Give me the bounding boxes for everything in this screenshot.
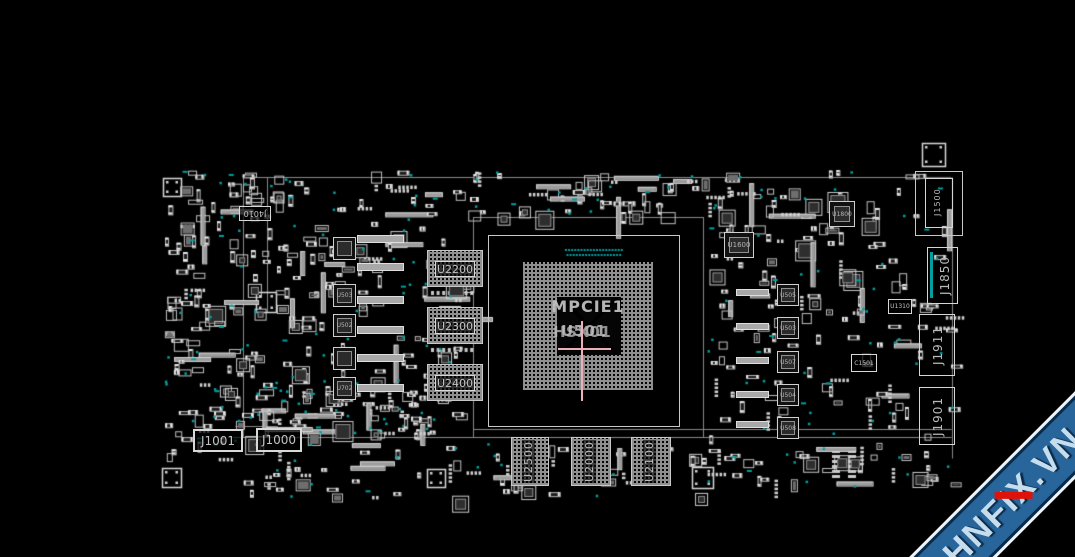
gpu-designator-group: U501 HSX01	[523, 322, 653, 341]
ic-label: U1600	[728, 237, 750, 253]
memory-chip-label: U2300	[435, 318, 475, 334]
vrm-chip-label: U503	[337, 288, 352, 303]
connector-j1901[interactable]: J1901	[919, 387, 955, 445]
vrm-chip[interactable]: U508	[777, 417, 799, 439]
vrm-chip[interactable]: U702	[333, 377, 356, 400]
ic-u1600[interactable]: U1600	[724, 232, 754, 258]
vrm-chip[interactable]	[333, 237, 356, 260]
connector-j4010[interactable]: J4010	[239, 206, 271, 221]
connector-label: J1911	[931, 325, 945, 365]
gpu-designator-label: U501	[561, 322, 607, 340]
gpu-socket-label: MPCIE1	[551, 297, 625, 316]
connector-body	[925, 178, 953, 228]
vrm-chip[interactable]: U503	[777, 317, 799, 339]
inductor[interactable]	[357, 354, 404, 362]
vrm-chip[interactable]	[333, 347, 356, 370]
connector-label: J1500	[933, 188, 942, 216]
memory-chip-label: U2400	[435, 375, 475, 391]
inductor[interactable]	[357, 263, 404, 271]
vrm-chip-label: U503	[780, 321, 796, 335]
memory-chip-label: U2100	[643, 440, 656, 483]
memory-chip-u2500[interactable]: U2500	[511, 437, 549, 486]
connector-label: J1901	[931, 396, 945, 436]
memory-chip-u2200[interactable]: U2200	[427, 250, 483, 287]
selection-crosshair-h	[558, 348, 611, 350]
inductor[interactable]	[736, 421, 769, 428]
connector-pin-strip	[930, 252, 933, 298]
vrm-chip[interactable]: U505	[777, 284, 799, 306]
connector-j1850[interactable]: J1850	[927, 247, 958, 304]
ic-u1310[interactable]: U1310	[888, 299, 912, 314]
inductor[interactable]	[357, 235, 404, 243]
memory-chip-u2300[interactable]: U2300	[427, 307, 483, 344]
ic-c1501[interactable]: C1501	[851, 354, 877, 372]
selection-crosshair-v	[581, 321, 583, 401]
inductor[interactable]	[357, 296, 404, 304]
inductor[interactable]	[736, 289, 769, 296]
gpu-core-grid	[557, 297, 621, 355]
vrm-chip-label: U702	[337, 381, 352, 396]
vrm-chip-label: U507	[780, 355, 796, 369]
inductor[interactable]	[357, 384, 404, 392]
memory-chip-u2000[interactable]: U2000	[571, 437, 611, 486]
memory-chip-u2100[interactable]: U2100	[631, 437, 671, 486]
ic-label: U1800	[832, 206, 852, 222]
connector-j1500[interactable]: J1500	[915, 171, 963, 236]
vrm-chip[interactable]: U503	[333, 284, 356, 307]
connector-j1911[interactable]: J1911	[919, 314, 955, 376]
inductor[interactable]	[357, 326, 404, 334]
vrm-chip[interactable]: U504	[777, 384, 799, 406]
fan-header-j1000[interactable]: J1000	[256, 428, 302, 452]
fan-header-j1001[interactable]: J1001	[193, 429, 243, 452]
inductor[interactable]	[736, 323, 769, 330]
vrm-chip-label: U505	[780, 288, 796, 302]
vrm-chip[interactable]: U502	[333, 314, 356, 337]
connector-label: J1850	[938, 255, 952, 296]
vrm-chip-label: U508	[780, 421, 796, 435]
memory-chip-label: U2500	[522, 440, 535, 483]
memory-chip-label: U2200	[435, 261, 475, 277]
inductor[interactable]	[736, 357, 769, 364]
memory-chip-label: U2000	[583, 440, 596, 483]
vrm-chip-label: U502	[337, 318, 352, 333]
vrm-chip[interactable]: U507	[777, 351, 799, 373]
watermark-red-slash-icon	[994, 491, 1033, 499]
ic-u1800[interactable]: U1800	[829, 201, 855, 227]
memory-chip-u2400[interactable]: U2400	[427, 364, 483, 401]
inductor[interactable]	[736, 391, 769, 398]
vrm-chip-label: U504	[780, 388, 796, 402]
gpu-package[interactable]: MPCIE1 U501 HSX01	[488, 235, 680, 427]
